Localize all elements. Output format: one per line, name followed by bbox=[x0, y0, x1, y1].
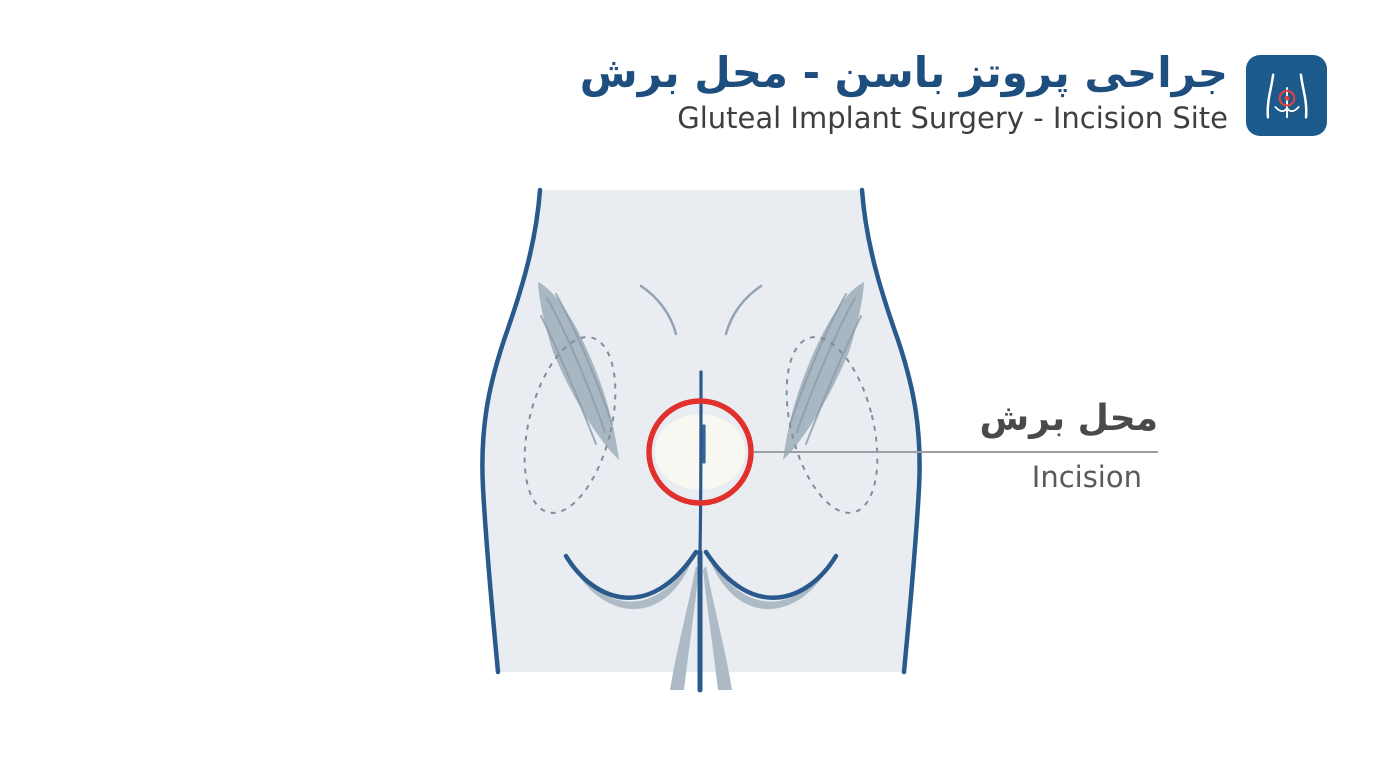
implant-outline-right bbox=[785, 336, 879, 514]
page-title-farsi: جراحی پروتز باسن - محل برش bbox=[579, 48, 1228, 97]
cleft-line-upper bbox=[698, 370, 703, 554]
buttock-crease-left bbox=[563, 549, 699, 600]
inner-thigh-shadow-left bbox=[670, 566, 699, 690]
logo-figure-icon bbox=[1265, 73, 1308, 118]
incision-circle bbox=[646, 398, 754, 506]
incision-label-farsi: محل برش bbox=[979, 398, 1159, 439]
gluteal-clinic-logo-icon bbox=[1246, 55, 1327, 136]
body-outline-left bbox=[480, 187, 543, 675]
page-subtitle-english: Gluteal Implant Surgery - Incision Site bbox=[677, 101, 1228, 136]
implant-outline-left bbox=[523, 336, 617, 514]
buttock-crease-right bbox=[703, 549, 839, 600]
header: جراحی پروتز باسن - محل برش Gluteal Impla… bbox=[580, 48, 1228, 136]
incision-label-english: Incision bbox=[1031, 460, 1142, 494]
crease-shadow-left bbox=[570, 556, 694, 610]
dimple-curve-right bbox=[724, 284, 763, 336]
body-outline-right bbox=[859, 187, 922, 675]
muscle-shading-right bbox=[783, 282, 864, 460]
crease-shadow-right bbox=[708, 556, 832, 610]
inner-thigh-shadow-right bbox=[703, 566, 732, 690]
dimple-curve-left bbox=[639, 284, 678, 336]
muscle-shading-left bbox=[538, 282, 619, 460]
